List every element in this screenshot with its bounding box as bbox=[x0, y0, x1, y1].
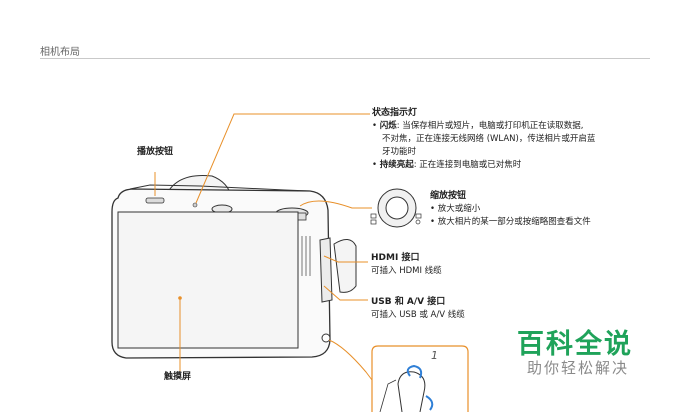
header-divider bbox=[40, 58, 650, 59]
usb-desc: 可插入 USB 或 A/V 线缆 bbox=[371, 310, 465, 320]
steady-term: 持续亮起 bbox=[379, 160, 414, 170]
strap-lug bbox=[321, 333, 331, 343]
status-lamp bbox=[192, 202, 198, 208]
leader-strap bbox=[328, 339, 373, 381]
blink-term: 闪烁 bbox=[379, 121, 397, 131]
strap-arrow bbox=[406, 364, 423, 379]
status-light-bullet-blink: • 闪烁: 当保存相片或短片，电脑或打印机正在读取数据, bbox=[372, 121, 584, 131]
strap-step-number: 1 bbox=[431, 349, 438, 362]
zoom-item-1: • 放大或缩小 bbox=[430, 204, 481, 214]
zoom-item-2: • 放大相片的某一部分或按缩略图查看文件 bbox=[430, 217, 591, 227]
play-button-title: 播放按钮 bbox=[137, 147, 174, 157]
watermark-tagline: 助你轻松解决 bbox=[527, 359, 630, 377]
watermark-logo-text: 百科全说 bbox=[517, 329, 633, 360]
leader-hdmi bbox=[323, 255, 368, 263]
page-header-title: 相机布局 bbox=[40, 47, 80, 58]
touch-screen-panel bbox=[117, 211, 299, 349]
steady-desc: : 正在连接到电脑或已对焦时 bbox=[413, 160, 522, 170]
strap-inset-frame bbox=[371, 345, 469, 412]
zoom-button-inner bbox=[385, 196, 409, 220]
camera-top-edge bbox=[129, 184, 311, 192]
hdmi-title: HDMI 接口 bbox=[371, 253, 420, 263]
leader-usb bbox=[323, 285, 368, 301]
port-cover-flap bbox=[333, 239, 357, 293]
leader-zoom bbox=[299, 200, 372, 209]
blink-desc-3: 牙功能时 bbox=[382, 147, 417, 157]
play-button-callout: 播放按钮 bbox=[137, 146, 173, 159]
touch-screen-callout: 触摸屏 bbox=[164, 371, 191, 384]
hdmi-callout: HDMI 接口 可插入 HDMI 线缆 bbox=[371, 252, 442, 278]
leader-status bbox=[195, 113, 370, 204]
zoom-button-title: 缩放按钮 bbox=[430, 191, 467, 201]
touch-screen-title: 触摸屏 bbox=[164, 372, 192, 382]
status-light-title: 状态指示灯 bbox=[372, 108, 418, 118]
status-light-callout: 状态指示灯 • 闪烁: 当保存相片或短片，电脑或打印机正在读取数据, 不对焦，正… bbox=[372, 107, 672, 172]
usb-callout: USB 和 A/V 接口 可插入 USB 或 A/V 线缆 bbox=[371, 296, 465, 322]
status-light-bullet-steady: • 持续亮起: 正在连接到电脑或已对焦时 bbox=[372, 160, 522, 170]
play-button-shape bbox=[145, 197, 165, 204]
usb-title: USB 和 A/V 接口 bbox=[371, 297, 446, 307]
zoom-button-callout: 缩放按钮 • 放大或缩小 • 放大相片的某一部分或按缩略图查看文件 bbox=[430, 190, 670, 229]
port-cover bbox=[319, 237, 333, 303]
strap-loop bbox=[397, 371, 426, 412]
blink-desc-2: 不对焦，正在连接无线网络 (WLAN)，传送相片或开启蓝 bbox=[382, 134, 596, 144]
blink-desc-1: : 当保存相片或短片，电脑或打印机正在读取数据, bbox=[396, 121, 584, 131]
hdmi-desc: 可插入 HDMI 线缆 bbox=[371, 266, 442, 276]
